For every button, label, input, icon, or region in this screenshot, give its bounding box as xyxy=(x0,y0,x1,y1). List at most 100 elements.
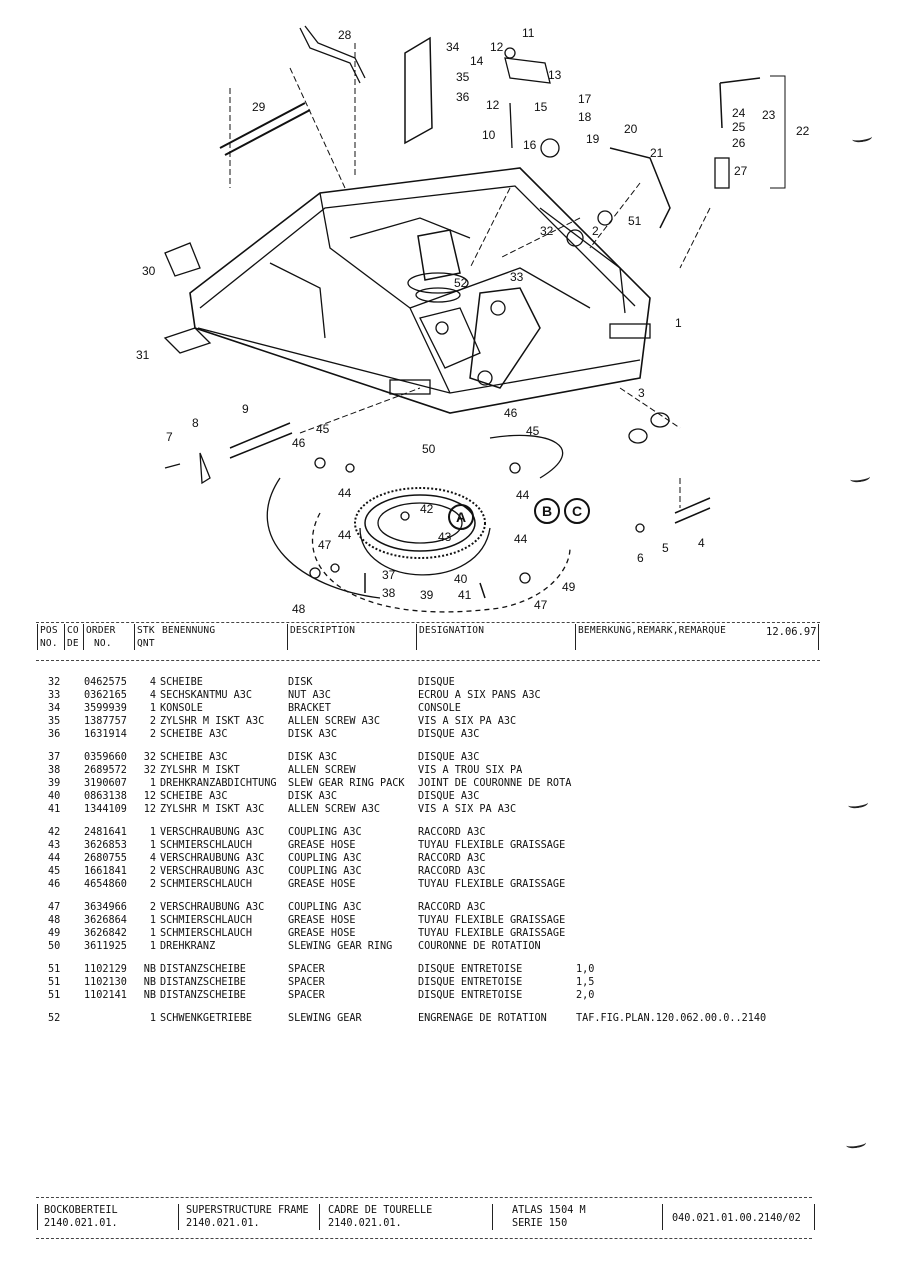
footer-rule xyxy=(492,1204,493,1230)
cell-de: SCHEIBE A3C xyxy=(160,791,228,802)
cell-de: SCHEIBE xyxy=(160,677,203,688)
header-description: DESCRIPTION xyxy=(290,624,355,654)
cell-pos: 40 xyxy=(48,791,61,802)
cell-qty: 4 xyxy=(149,690,156,701)
cell-fr: DISQUE ENTRETOISE xyxy=(418,990,523,1001)
header-benennung: BENENNUNG xyxy=(162,624,215,654)
callout-label: 2 xyxy=(592,224,599,238)
cell-qty: 1 xyxy=(149,703,156,714)
callout-label: 44 xyxy=(338,486,352,500)
callout-label: 34 xyxy=(446,40,460,54)
header-qty: STK QNT xyxy=(137,624,155,654)
cell-en: COUPLING A3C xyxy=(288,827,362,838)
callout-label: 51 xyxy=(628,214,642,228)
cell-qty: 1 xyxy=(149,928,156,939)
footer-de: BOCKOBERTEIL 2140.021.01. xyxy=(44,1204,118,1230)
callout-label: 44 xyxy=(514,532,528,546)
cell-en: COUPLING A3C xyxy=(288,902,362,913)
cell-qty: NB xyxy=(143,990,156,1001)
callout-label: 10 xyxy=(482,128,496,142)
footer-en-code: 2140.021.01. xyxy=(186,1218,260,1229)
callout-label: 48 xyxy=(292,602,306,616)
cell-order: 0362165 xyxy=(84,690,127,701)
callout-label: 7 xyxy=(166,430,173,444)
header-code: CO DE xyxy=(67,624,79,654)
cell-de: ZYLSHR M ISKT xyxy=(160,765,240,776)
footer-en: SUPERSTRUCTURE FRAME 2140.021.01. xyxy=(186,1204,309,1230)
callout-label: 5 xyxy=(662,541,669,555)
cell-en: DISK A3C xyxy=(288,791,338,802)
cell-de: ZYLSHR M ISKT A3C xyxy=(160,716,265,727)
callout-label: 14 xyxy=(470,54,484,68)
callout-label: 24 xyxy=(732,106,746,120)
cell-qty: 4 xyxy=(149,853,156,864)
callout-label: 39 xyxy=(420,588,434,602)
cell-qty: 1 xyxy=(149,778,156,789)
callout-label: 44 xyxy=(338,528,352,542)
footer-rule xyxy=(178,1204,179,1230)
header-pos: POS NO. xyxy=(40,624,58,654)
callout-label: 8 xyxy=(192,416,199,430)
callout-label: 30 xyxy=(142,264,156,278)
cell-pos: 46 xyxy=(48,879,61,890)
cell-en: GREASE HOSE xyxy=(288,928,356,939)
callout-label: 44 xyxy=(516,488,530,502)
header-pos-label: POS xyxy=(40,625,58,636)
cell-de: SCHMIERSCHLAUCH xyxy=(160,879,253,890)
cell-qty: 2 xyxy=(149,902,156,913)
header-order-label: ORDER xyxy=(86,625,116,636)
callout-label: 21 xyxy=(650,146,664,160)
cell-fr: DISQUE A3C xyxy=(418,791,480,802)
cell-pos: 49 xyxy=(48,928,61,939)
header-order-label-2: NO. xyxy=(94,638,112,649)
cell-fr: RACCORD A3C xyxy=(418,866,486,877)
callout-label: 37 xyxy=(382,568,396,582)
callout-label: 27 xyxy=(734,164,748,178)
callout-label: 25 xyxy=(732,120,746,134)
footer-rule xyxy=(319,1204,320,1230)
cell-qty: 12 xyxy=(143,804,156,815)
cell-de: DISTANZSCHEIBE xyxy=(160,977,246,988)
callout-label: 9 xyxy=(242,402,249,416)
cell-pos: 37 xyxy=(48,752,61,763)
callout-label: 3 xyxy=(638,386,645,400)
cell-order: 3626853 xyxy=(84,840,127,851)
callout-label: 11 xyxy=(522,26,535,40)
header-rule xyxy=(134,624,135,650)
cell-qty: 32 xyxy=(143,765,156,776)
cell-de: SCHMIERSCHLAUCH xyxy=(160,928,253,939)
punch-mark xyxy=(847,798,869,810)
callout-label: 17 xyxy=(578,92,592,106)
cell-order: 4654860 xyxy=(84,879,127,890)
cell-pos: 33 xyxy=(48,690,61,701)
detail-marker-b: B xyxy=(534,498,560,524)
cell-pos: 41 xyxy=(48,804,61,815)
cell-fr: ECROU A SIX PANS A3C xyxy=(418,690,541,701)
cell-qty: 2 xyxy=(149,866,156,877)
cell-de: VERSCHRAUBUNG A3C xyxy=(160,827,265,838)
header-rule xyxy=(575,624,576,650)
callout-label: 45 xyxy=(316,422,330,436)
cell-qty: 32 xyxy=(143,752,156,763)
cell-fr: DISQUE A3C xyxy=(418,752,480,763)
cell-de: DISTANZSCHEIBE xyxy=(160,964,246,975)
header-code-label: CO xyxy=(67,625,79,636)
cell-fr: JOINT DE COURONNE DE ROTA xyxy=(418,778,572,789)
callout-label: 15 xyxy=(534,100,548,114)
cell-de: DREHKRANZ xyxy=(160,941,216,952)
cell-en: DISK A3C xyxy=(288,752,338,763)
cell-en: ALLEN SCREW xyxy=(288,765,356,776)
footer-fr-code: 2140.021.01. xyxy=(328,1218,402,1229)
cell-rm: 1,5 xyxy=(576,977,595,988)
